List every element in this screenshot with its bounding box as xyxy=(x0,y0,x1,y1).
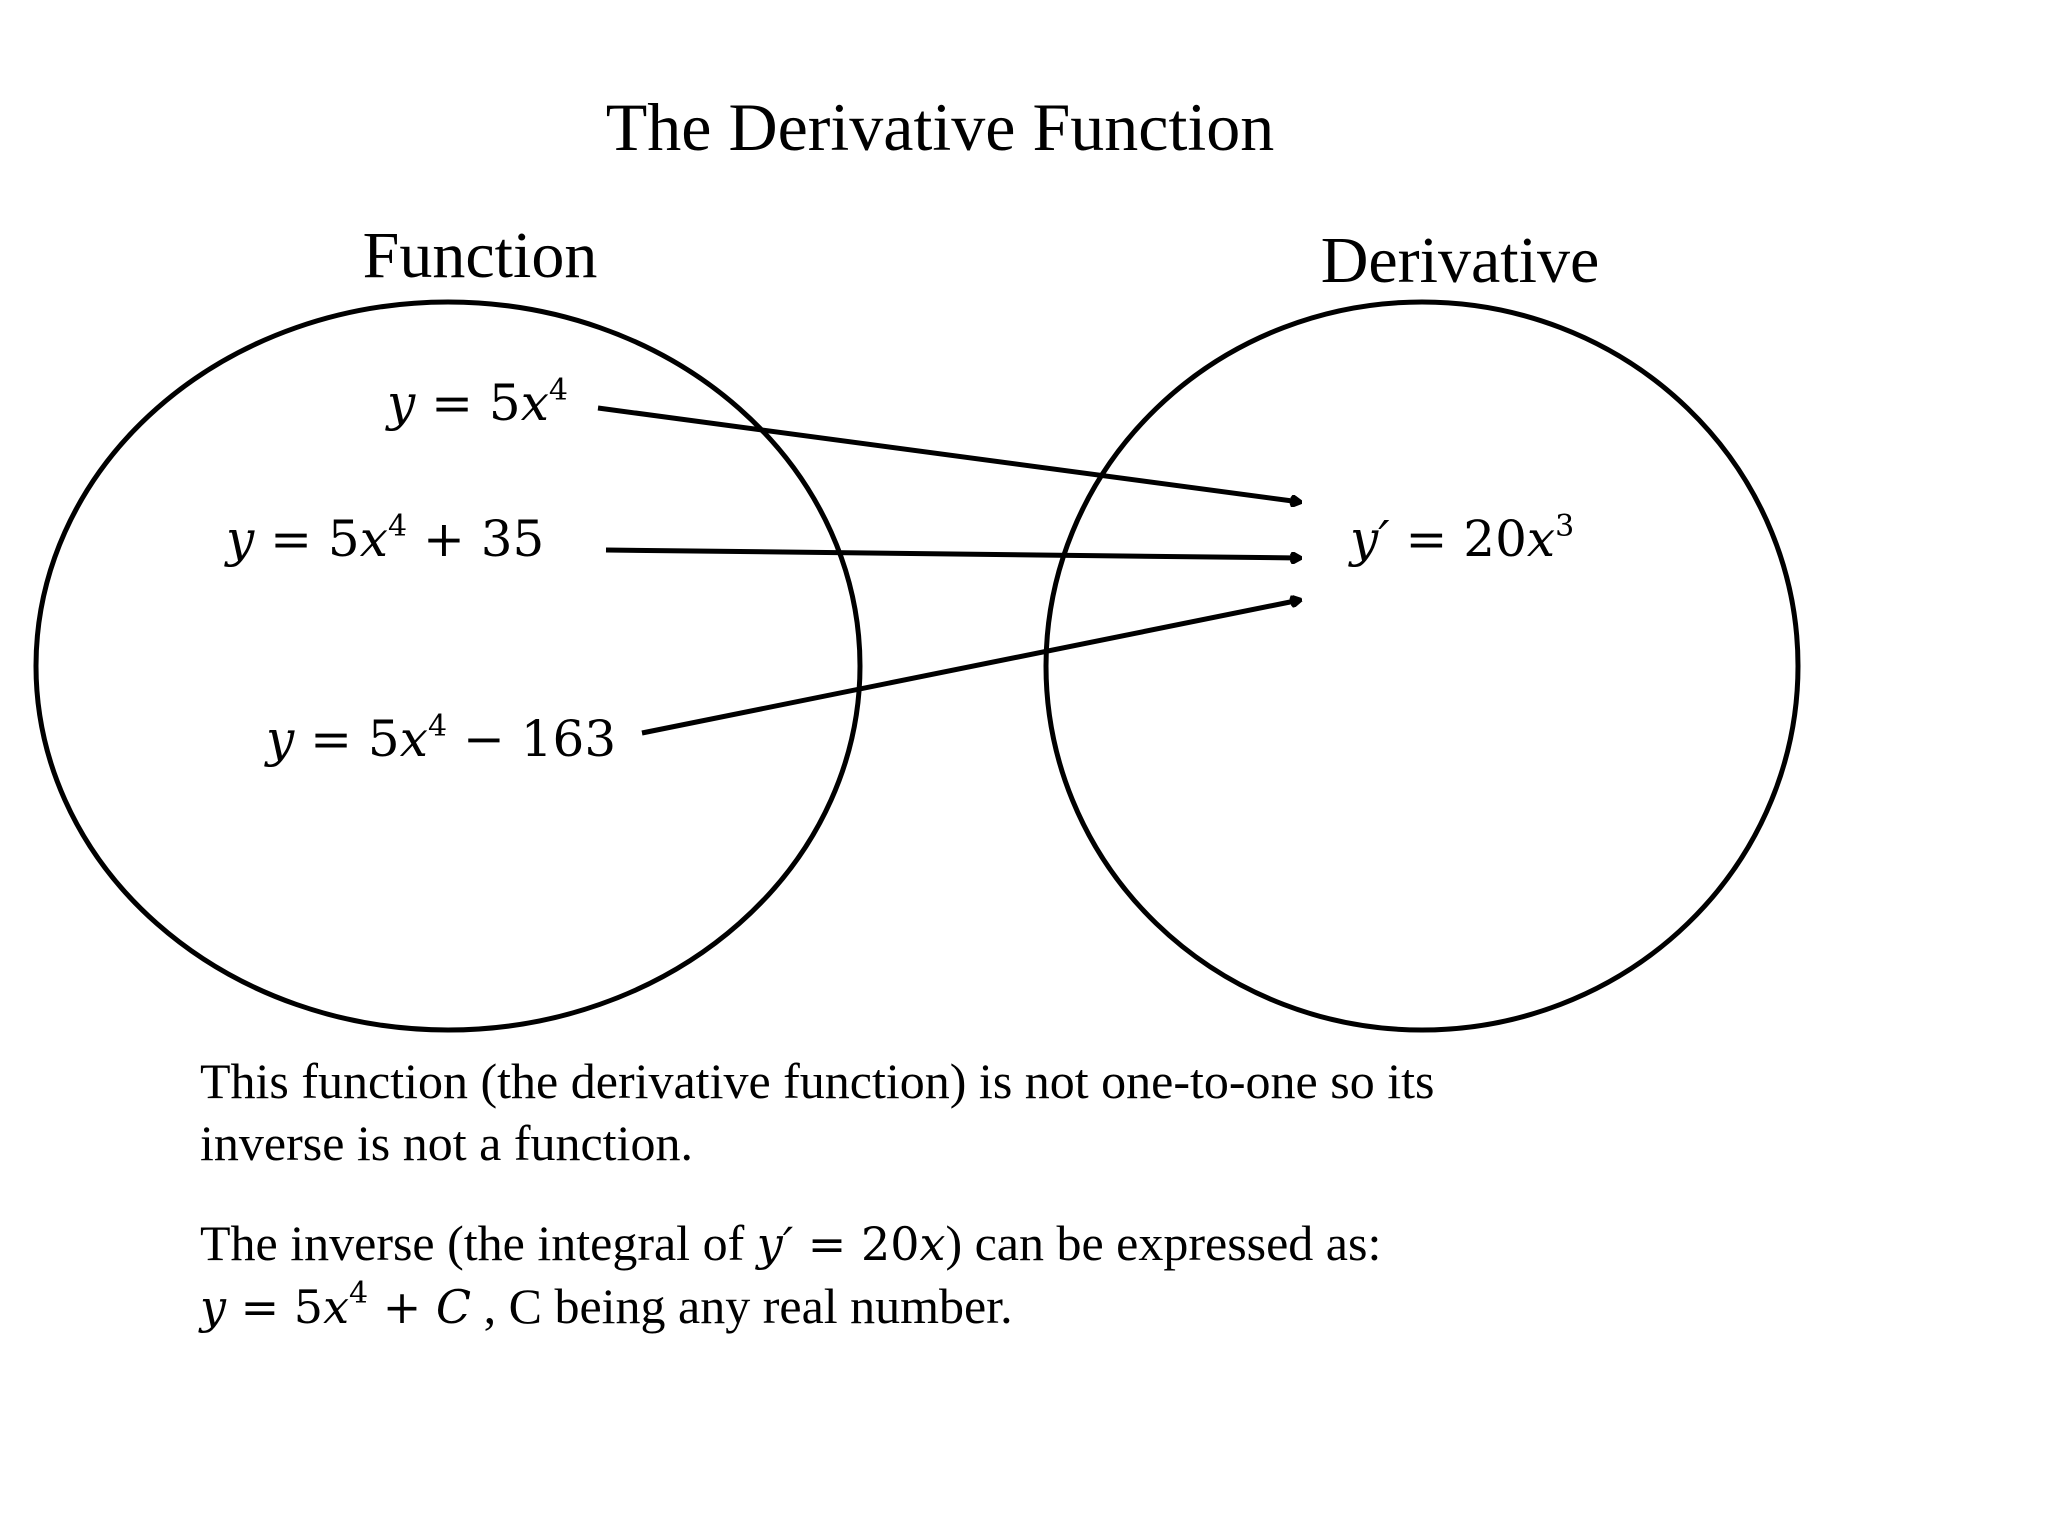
derivative-set-label: Derivative xyxy=(1321,224,1600,297)
inverse-line-1: The inverse (the integral of y′ = 20x) c… xyxy=(200,1215,1382,1271)
explanation-paragraph: This function (the derivative function) … xyxy=(200,1050,1434,1174)
function-set-label: Function xyxy=(363,219,598,292)
inverse-line-2: y = 5x4 + C , C being any real number. xyxy=(200,1276,1013,1334)
function-set-ellipse xyxy=(33,299,863,1033)
explanation-line-2: inverse is not a function. xyxy=(200,1115,693,1171)
function-item-2: y = 5x4 + 35 xyxy=(224,509,544,568)
mapping-arrow-1 xyxy=(597,405,1300,502)
mapping-arrow-2 xyxy=(605,547,1300,558)
mapping-arrow-3 xyxy=(641,600,1300,736)
function-item-3: y = 5x4 − 163 xyxy=(264,709,616,768)
derivative-set-ellipse xyxy=(1043,299,1801,1033)
derivative-item: y′ = 20x3 xyxy=(1348,509,1574,568)
explanation-line-1: This function (the derivative function) … xyxy=(200,1053,1435,1109)
diagram-title: The Derivative Function xyxy=(606,89,1274,165)
function-item-1: y = 5x4 xyxy=(385,373,568,432)
inverse-paragraph: The inverse (the integral of y′ = 20x) c… xyxy=(200,1212,1381,1338)
